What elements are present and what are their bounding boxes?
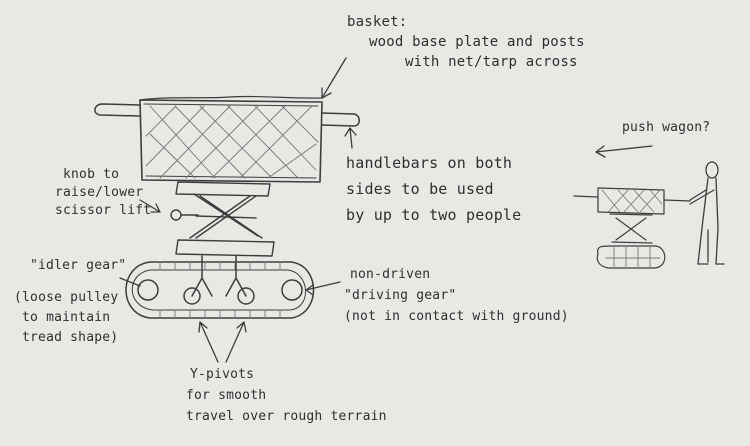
idler-gear-note: "idler gear" [30, 256, 126, 276]
basket-note: basket: wood base plate and posts with n… [347, 12, 585, 72]
push-wagon-note-line: push wagon? [622, 120, 711, 135]
driving-gear-note-line: "driving gear" [344, 288, 457, 303]
basket-note-line: wood base plate and posts [369, 34, 585, 50]
handlebars-note-line: sides to be used [346, 180, 494, 198]
knob-note-line: scissor lift [55, 203, 152, 218]
loose-pulley-note: (loose pulley to maintain tread shape) [14, 288, 118, 348]
handlebars [94, 103, 360, 127]
push-wagon-note: push wagon? [622, 118, 710, 138]
tread-assembly [125, 255, 315, 319]
loose-pulley-note-line: to maintain [22, 310, 111, 325]
y-pivots-note: Y-pivots for smooth travel over rough te… [186, 364, 387, 427]
driving-gear-note-line: (not in contact with ground) [344, 309, 569, 324]
handlebars-note-line: handlebars on both [346, 154, 513, 172]
y-pivots-note-line: travel over rough terrain [186, 409, 387, 424]
loose-pulley-note-line: (loose pulley [14, 290, 119, 305]
knob-note: knob to raise/lower scissor lift [55, 166, 151, 220]
y-pivots-note-line: for smooth [186, 388, 267, 403]
knob-note-line: raise/lower [55, 185, 144, 200]
scissor-lift [170, 181, 275, 257]
person-figure [689, 161, 725, 265]
basket-note-line: basket: [347, 14, 408, 30]
side-view-sketch [573, 187, 691, 269]
basket [139, 95, 323, 183]
handlebars-note-line: by up to two people [346, 206, 522, 224]
leader-lines [119, 57, 653, 363]
net-hatching [145, 105, 319, 179]
driving-gear-note: non-driven "driving gear" (not in contac… [344, 264, 569, 327]
y-pivots-note-line: Y-pivots [190, 367, 255, 382]
knob-note-line: knob to [63, 167, 120, 182]
loose-pulley-note-line: tread shape) [22, 330, 119, 345]
driving-gear-note-line: non-driven [350, 267, 431, 282]
basket-note-line: with net/tarp across [405, 54, 578, 70]
idler-gear-note-line: "idler gear" [30, 258, 127, 273]
handlebars-note: handlebars on both sides to be used by u… [346, 150, 521, 228]
